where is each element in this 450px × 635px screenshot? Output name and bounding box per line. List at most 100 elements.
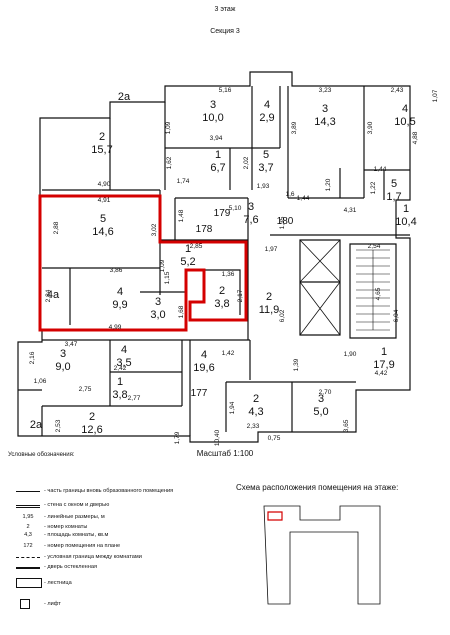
stairs-icon [356,249,390,331]
room-area: 10,4 [395,216,416,228]
room-number: 4 [121,344,127,356]
dimension-label: 3,89 [291,121,298,134]
dimension-label: 4,65 [375,287,382,300]
room-area: 19,6 [193,362,214,374]
room-area: 5,2 [180,256,195,268]
dimension-label: 1,06 [34,378,47,385]
room-number: 1 [403,203,409,215]
lift-icons [299,239,341,336]
room-number: 2 [99,131,105,143]
room-area: 6,7 [210,162,225,174]
dimension-label: 2,54 [368,243,381,250]
plan-number: 178 [196,224,213,235]
room-area: 3,7 [258,162,273,174]
legend-symbol [20,599,30,609]
dimension-label: 1,39 [293,358,300,371]
room-number: 1 [185,243,191,255]
room-area: 3,8 [112,389,127,401]
dimension-label: 2,75 [79,386,92,393]
scheme-highlight [267,511,283,521]
room-number: 1 [381,346,387,358]
room-area: 9,0 [55,361,70,373]
legend-text: - площадь комнаты, кв.м [44,532,109,538]
room-number: 2 [219,285,225,297]
dimension-label: 1,07 [432,89,439,102]
dimension-label: 1,15 [164,271,171,284]
room-area: 5,0 [313,406,328,418]
dimension-label: 5,10 [229,205,242,212]
room-number: 3 [248,201,254,213]
dimension-label: 1,22 [370,181,377,194]
legend-text: - номер помещения на плане [44,543,121,549]
legend-text: - стена с окном и дверью [44,502,110,508]
room-area: 1,7 [386,191,401,203]
room-number: 5 [100,213,106,225]
room-number: 3 [210,99,216,111]
floor-label: 3 этаж [214,6,236,13]
legend-title: Условные обозначения: [8,452,75,458]
legend-symbol [16,557,40,558]
dimension-label: 3,02 [151,223,158,236]
room-number: 5 [391,178,397,190]
floor-scheme [263,505,381,605]
dimension-label: 2,85 [190,243,203,250]
room-number: 2 [266,291,272,303]
dimension-label: 1,93 [257,183,270,190]
dimension-label: 0,75 [268,435,281,442]
plan-number: 179 [214,208,231,219]
room-area: 11,9 [259,304,280,316]
room-number: 4 [402,103,408,115]
room-number: 2а [118,91,131,103]
room-area: 14,3 [314,116,335,128]
dimension-label: 3,65 [343,419,350,432]
dimension-label: 2,53 [55,419,62,432]
legend-symbol: 1,95 [22,514,34,520]
legend-text: - линейные размеры, м [44,514,105,520]
dimension-label: 1,35 [279,216,286,229]
dimension-label: 1,97 [265,246,278,253]
dimension-label: 1,48 [178,209,185,222]
highlighted-premises-boundary [38,194,248,332]
scheme-title: Схема расположения помещения на этаже: [236,483,399,492]
room-area: 12,6 [81,424,102,436]
room-area: 3,8 [214,298,229,310]
room-labels: 2а215,7310,042,916,753,7314,3410,551,751… [30,91,417,436]
dimension-label: 2,77 [128,395,141,402]
dimension-label: 4,88 [412,131,419,144]
section-label: Секция 3 [210,28,240,35]
dimension-label: 2,16 [29,351,36,364]
room-area: 15,7 [91,144,112,156]
dimension-label: 2,42 [114,365,127,372]
legend-text: - лестница [44,580,72,586]
room-number: 4 [117,286,123,298]
room-number: 3 [60,348,66,360]
room-area: 9,9 [112,299,127,311]
legend-symbol: 2 [26,524,30,530]
plan-number: 177 [191,388,208,399]
dimension-label: 1,36 [222,271,235,278]
room-number: 1 [215,149,221,161]
legend-symbol [16,491,40,492]
legend-text: - дверь остекленная [44,564,98,570]
dimension-label: 2,33 [247,423,260,430]
dimension-label: 4,91 [98,197,111,204]
legend-text: - лифт [44,601,61,607]
legend-symbol [16,567,40,569]
room-number: 3 [318,393,324,405]
dimension-label: 4,90 [98,181,111,188]
legend-symbol: 172 [23,543,33,549]
room-area: 2,9 [259,112,274,124]
room-number: 5 [263,149,269,161]
dimension-label: 3,86 [110,267,123,274]
dimension-label: 2,84 [45,289,52,302]
room-number: 2 [253,393,259,405]
dimension-label: 2,02 [243,156,250,169]
dimension-label: 1,09 [159,259,166,272]
room-area: 10,0 [202,112,223,124]
room-number: 2а [30,419,43,431]
dimension-label: 4,42 [375,370,388,377]
room-area: 7,6 [243,214,258,226]
plan-number: 180 [277,216,294,227]
dimension-label: 1,68 [178,305,185,318]
